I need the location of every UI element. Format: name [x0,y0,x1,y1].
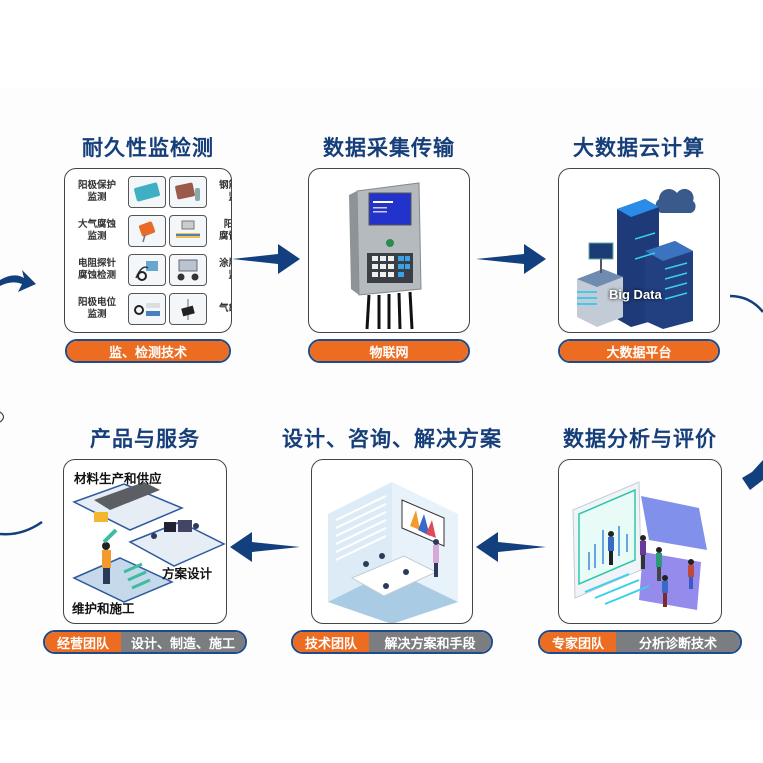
stage-card [311,459,473,624]
rebar-corrosion-device-icon [169,175,207,208]
stage-card: 材料生产和供应 方案设计 维护和施工 [63,459,227,624]
scene-label-material-supply: 材料生产和供应 [74,471,162,486]
pill-label: 分析诊断技术 [616,632,740,652]
data-analysis-illustration [572,481,707,610]
arrow-right-icon [232,244,300,274]
item-label: 阳极电位监测 [77,297,116,321]
arrow-right-icon [476,244,546,274]
pill-team: 经营团队 [45,632,121,652]
item-label: 电阻探针腐蚀检测 [77,258,116,282]
item-label: 阳极梯腐蚀监测 [218,219,231,242]
item-label: 钢筋锈蚀监测 [218,179,231,203]
stage-pill: 大数据平台 [558,339,720,363]
arrow-left-icon [476,532,546,562]
pill-label: 监、检测技术 [67,341,229,361]
pill-team: 专家团队 [540,632,616,652]
stage-title: 耐久性监检测 [82,136,214,160]
curved-line-left-mid-icon [0,411,5,423]
scene-label-maintenance: 维护和施工 [72,601,135,616]
atmospheric-corrosion-device-icon [128,214,166,247]
pill-label: 大数据平台 [560,341,718,361]
big-data-label: Big Data [609,287,662,302]
stage-title: 设计、咨询、解决方案 [282,427,502,451]
meeting-room-illustration [328,482,458,623]
stage-title: 产品与服务 [90,427,200,451]
stage-title: 数据采集传输 [323,136,455,160]
stage-title: 数据分析与评价 [563,427,717,451]
pill-label: 解决方案和手段 [369,632,491,652]
arrow-left-icon [230,532,300,562]
anode-protection-device-icon [128,175,166,208]
curved-line-right-top-icon [729,294,763,313]
coating-impedance-device-icon [169,254,207,287]
products-services-illustration [72,482,226,603]
curved-line-left-bottom-icon [0,520,43,536]
stage-card [308,168,470,333]
stage-pill: 物联网 [308,339,470,363]
stage-products: 产品与服务 材料生产和供应 方案设计 维护和施工 经营团队 设计、制造、施工 [40,424,250,654]
data-logger-device-illustration [349,182,422,330]
pill-label: 物联网 [310,341,468,361]
stage-transmission: 数据采集传输 [305,133,473,363]
pill-team: 技术团队 [293,632,369,652]
item-label: 涂层阻抗监测 [218,258,231,281]
resistance-probe-device-icon [128,254,166,287]
curved-arrow-right-bottom-icon [742,460,763,490]
item-label: 阳极保护监测 [77,179,116,203]
stage-pill: 专家团队 分析诊断技术 [538,630,742,654]
stage-analysis: 数据分析与评价 专家团队 分析诊断技术 [535,424,745,654]
curved-arrow-left-top-icon [0,270,36,292]
anode-potential-device-icon [128,293,166,326]
stage-pill: 技术团队 解决方案和手段 [291,630,493,654]
item-label: 大气腐蚀监测 [77,218,116,242]
stage-card [558,459,722,624]
stage-pill: 经营团队 设计、制造、施工 [43,630,247,654]
stage-pill: 监、检测技术 [65,339,231,363]
pill-label: 设计、制造、施工 [121,632,245,652]
scene-label-design: 方案设计 [162,566,213,581]
big-data-servers-illustration [577,188,696,329]
anode-ladder-device-icon [169,214,207,247]
stage-card: Big Data [558,168,720,333]
stage-title: 大数据云计算 [573,136,705,160]
stage-cloud: 大数据云计算 Big Data 大数据平台 [555,133,723,363]
item-label: 气象监测 [218,303,231,315]
stage-consulting: 设计、咨询、解决方案 技术团队 解决方案和手段 [282,424,501,654]
weather-station-icon [169,293,207,326]
